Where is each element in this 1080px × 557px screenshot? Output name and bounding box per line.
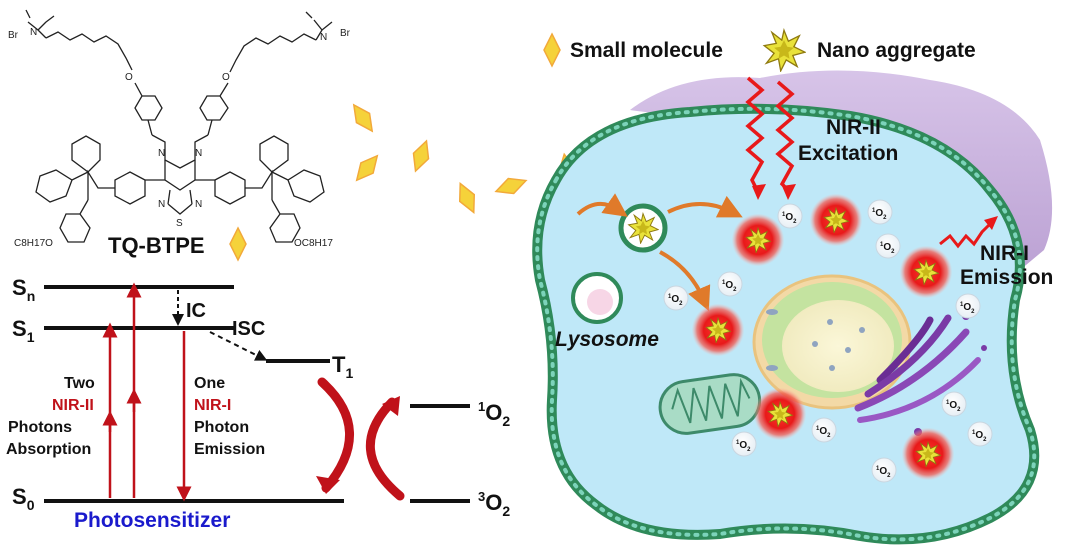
right-top-phenyl <box>259 135 289 173</box>
right-bottom-phenyl <box>269 199 301 243</box>
molecule-name: TQ-BTPE <box>108 233 205 258</box>
glowing-aggregate-icon <box>810 194 863 247</box>
mitochondrion <box>658 373 762 435</box>
label-excitation-line2: Excitation <box>798 142 898 165</box>
n-right-methyls <box>305 11 333 41</box>
uptake-arrow <box>576 193 628 217</box>
ros-label: 1O2 <box>872 208 887 221</box>
label-singlet-oxygen: 1O2 <box>478 399 510 429</box>
legend-small-molecule-label: Small molecule <box>570 39 723 62</box>
thiadiazole-s-label: S <box>176 218 183 229</box>
absorption-line-1: Two <box>64 375 95 392</box>
n-left-methyls <box>25 9 55 39</box>
ros-label: 1O2 <box>876 466 891 479</box>
label-ic: IC <box>186 300 206 322</box>
label-photosensitizer: Photosensitizer <box>74 509 230 532</box>
ros-label: 1O2 <box>880 242 895 255</box>
right-side-phenyl <box>271 169 325 203</box>
right-phenoxy-ring <box>199 82 229 121</box>
ros-label: 1O2 <box>722 280 737 293</box>
molecule-structure: Br N O N Br O N N N N S C8H17O <box>8 9 351 249</box>
label-lysosome: Lysosome <box>555 328 659 351</box>
alkoxy-left-label: C8H17O <box>14 238 53 249</box>
thiadiazole-ring <box>167 189 193 215</box>
glowing-aggregate-icon <box>692 304 745 357</box>
pyrazine-n1-label: N <box>158 148 165 159</box>
emission-line-4: Emission <box>194 441 265 458</box>
thiadiazole-n2-label: N <box>195 199 202 210</box>
right-bridge-phenyl <box>214 171 246 205</box>
alkoxy-right-label: OC8H17 <box>294 238 333 249</box>
singlet-oxygen-bubbles: 1O2 1O2 1O2 1O2 1O2 1O2 <box>663 199 993 483</box>
br-right-label: Br <box>340 28 351 39</box>
absorption-line-3: Photons <box>8 419 72 436</box>
emission-line-3: Photon <box>194 419 249 436</box>
isc-arrow <box>209 331 268 361</box>
ros-label: 1O2 <box>972 430 987 443</box>
ros-label: 1O2 <box>946 400 961 413</box>
label-s-0: S0 <box>12 484 35 513</box>
label-t-1: T1 <box>332 352 353 381</box>
left-bottom-phenyl <box>59 199 91 243</box>
left-bridge-phenyl <box>114 171 146 205</box>
central-benzene <box>164 160 196 191</box>
label-emission-line1: NIR-I <box>980 242 1029 265</box>
flying-diamond-icon <box>349 149 385 187</box>
label-emission-line2: Emission <box>960 266 1053 289</box>
br-left-label: Br <box>8 30 19 41</box>
ros-label: 1O2 <box>960 302 975 315</box>
molecule-diamond-icon <box>229 227 247 261</box>
absorption-line-4: Absorption <box>6 441 91 458</box>
emission-line-2: NIR-I <box>194 397 231 414</box>
thiadiazole-n1-label: N <box>158 199 165 210</box>
legend-nano-aggregate-label: Nano aggregate <box>817 39 976 62</box>
n-left-label: N <box>30 27 37 38</box>
energy-transfer-down-arrow <box>317 377 354 493</box>
flying-diamond-icon <box>492 172 530 200</box>
legend: Small molecule Nano aggregate <box>543 29 976 72</box>
emission-line-1: One <box>194 375 225 392</box>
label-triplet-oxygen: 3O2 <box>478 489 510 519</box>
label-s-1: S1 <box>12 316 35 345</box>
ros-label: 1O2 <box>782 212 797 225</box>
ros-label: 1O2 <box>816 426 831 439</box>
release-arrow-2 <box>659 250 711 311</box>
left-side-phenyl <box>35 169 89 203</box>
ros-label: 1O2 <box>736 440 751 453</box>
nir-i-emission-arrow <box>939 222 992 249</box>
left-top-phenyl <box>71 135 101 173</box>
absorption-line-2: NIR-II <box>52 397 94 414</box>
left-phenoxy-ring <box>134 82 163 121</box>
glowing-aggregate-icon <box>900 246 953 299</box>
small-molecule-diamond-icon <box>543 33 561 67</box>
cytoplasm-outer-purple <box>630 70 1053 271</box>
nucleus-inner <box>782 300 894 392</box>
left-hexyl-chain <box>45 31 133 71</box>
cell-illustration: Lysosome <box>532 70 1053 545</box>
glowing-aggregate-icon <box>754 388 807 441</box>
label-s-n: Sn <box>12 275 35 304</box>
o-left-label: O <box>125 72 133 83</box>
ros-label: 1O2 <box>668 294 683 307</box>
label-excitation-line1: NIR-II <box>826 116 881 139</box>
pyrazine-ring <box>151 134 209 169</box>
energy-transfer-up-arrow <box>366 397 405 501</box>
n-right-label: N <box>320 32 327 43</box>
o-right-label: O <box>222 72 230 83</box>
flying-diamond-icon <box>407 137 435 175</box>
label-isc: ISC <box>232 318 265 340</box>
nano-aggregate-star-icon <box>763 29 806 72</box>
glowing-aggregate-icon <box>732 214 785 267</box>
nir-ii-excitation-arrows <box>745 76 796 200</box>
right-hexyl-chain <box>229 33 317 73</box>
pyrazine-n2-label: N <box>195 148 202 159</box>
flying-diamond-icon <box>346 99 380 137</box>
release-arrow-1 <box>667 195 743 218</box>
membrane-beads <box>535 106 1037 542</box>
jablonski-diagram: Sn S1 S0 T1 IC ISC Two NIR-II Photons Ab… <box>6 275 510 532</box>
flying-diamond-icon <box>452 179 482 217</box>
glowing-aggregate-icon <box>902 428 955 481</box>
